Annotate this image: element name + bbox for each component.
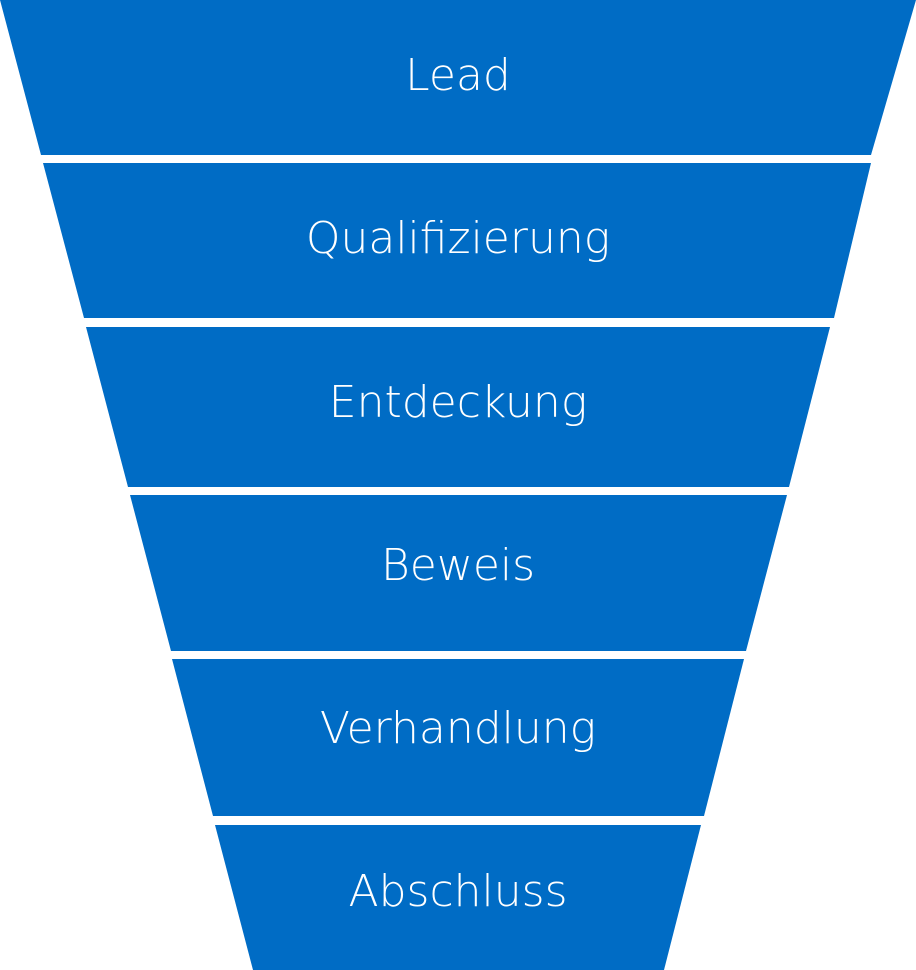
- funnel-stage-lead-shape: [0, 0, 916, 155]
- funnel-stage-qualifizierung-shape: [43, 163, 871, 318]
- funnel-stage-lead: Lead: [0, 0, 916, 155]
- funnel-stage-abschluss-label: Abschluss: [349, 866, 568, 917]
- funnel-stage-beweis-label: Beweis: [381, 540, 535, 591]
- funnel-stage-abschluss: Abschluss: [215, 825, 701, 970]
- funnel-stage-qualifizierung-label: Qualifizierung: [306, 213, 610, 264]
- funnel-stage-entdeckung: Entdeckung: [86, 327, 830, 487]
- funnel-stage-beweis-shape: [130, 495, 787, 651]
- funnel-stage-entdeckung-label: Entdeckung: [329, 377, 587, 428]
- funnel-stage-abschluss-shape: [215, 825, 701, 970]
- funnel-stage-verhandlung: Verhandlung: [172, 659, 744, 816]
- funnel-stage-beweis: Beweis: [130, 495, 787, 651]
- funnel-stage-verhandlung-label: Verhandlung: [320, 703, 596, 754]
- funnel-stage-lead-label: Lead: [405, 50, 511, 101]
- funnel-stage-verhandlung-shape: [172, 659, 744, 816]
- funnel-stage-qualifizierung: Qualifizierung: [43, 163, 871, 318]
- funnel-stage-entdeckung-shape: [86, 327, 830, 487]
